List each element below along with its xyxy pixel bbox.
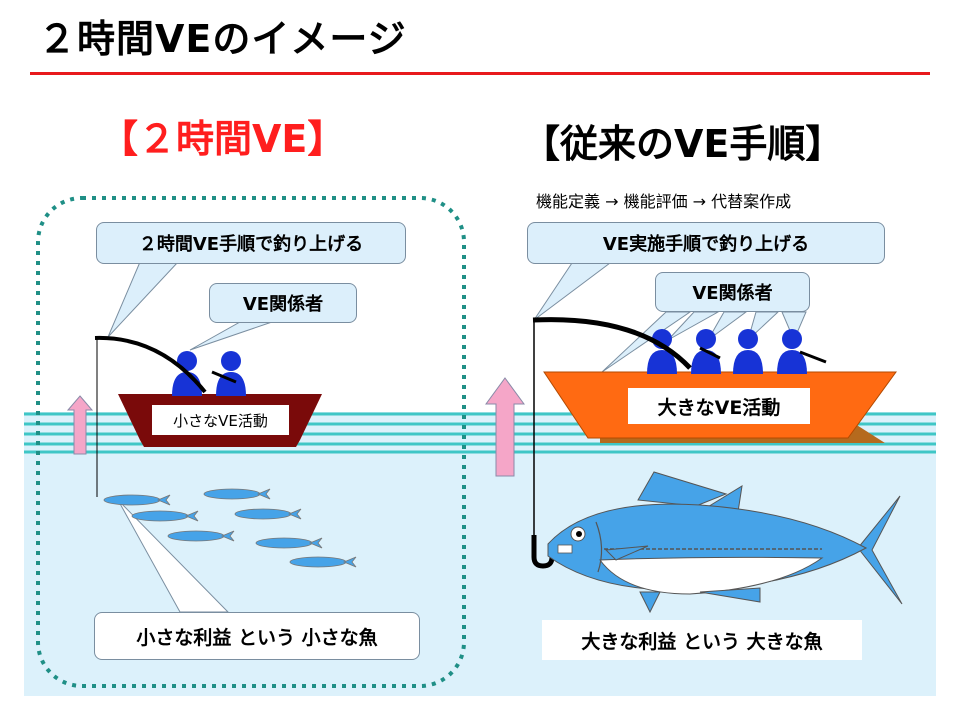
small-fish-callout: 小さな利益 という 小さな魚 [94,612,420,660]
up-arrow-icon [66,395,94,455]
rod-callout-right: VE実施手順で釣り上げる [527,222,885,264]
big-fish-pupil [576,531,582,537]
big-rod-handle-1 [699,346,721,360]
page-title: ２時間VEのイメージ [38,17,407,61]
fish-icon [289,556,357,568]
fishing-rod-icon [532,317,692,370]
person-icon [216,351,246,396]
small-boat-label: 小さなVE活動 [152,405,289,435]
person-icon [733,329,763,374]
big-fish-belly [599,556,824,595]
stakeholder-callout-tail-left [189,321,273,351]
up-arrow-icon [485,377,525,477]
big-fish-callout: 大きな利益 という 大きな魚 [542,620,862,660]
two-hour-ve-frame [36,196,466,688]
fish-icon [131,510,199,522]
traditional-ve-process: 機能定義 → 機能評価 → 代替案作成 [536,192,792,211]
two-hour-ve-heading: 【２時間VE】 [100,117,346,161]
rod-callout-tail-left [107,261,180,338]
traditional-ve-heading: 【従来のVE手順】 [522,122,844,166]
big-fish-gill [595,521,603,573]
person-icon [777,329,807,374]
stakeholder-callout-right: VE関係者 [655,272,810,312]
stakeholder-callout-tails-right [601,311,807,373]
fishing-rod-icon [94,335,207,394]
big-fish-pelvic-fin [639,591,661,614]
small-boat-bottom [140,440,300,447]
title-underline [30,72,930,75]
big-boat-label: 大きなVE活動 [628,388,810,424]
rod-callout-left: ２時間VE手順で釣り上げる [96,222,406,264]
rod-callout-tail-right [533,262,612,321]
big-fish-tail [857,495,903,605]
fish-icon [167,530,235,542]
stakeholder-callout-left: VE関係者 [209,283,357,323]
big-fish-pectoral-fin [604,545,649,561]
big-fish-mouth [557,544,573,554]
fish-icon [103,494,171,506]
fish-icon [255,537,323,549]
small-fish-school [103,488,357,568]
fish-icon [203,488,271,500]
fishing-hook-icon [531,535,555,569]
big-rod-handle-2 [799,350,827,364]
fish-icon [234,508,302,520]
big-fish [547,471,903,614]
small-rod-handle [211,370,237,384]
big-fish-anal-fin [699,587,761,603]
